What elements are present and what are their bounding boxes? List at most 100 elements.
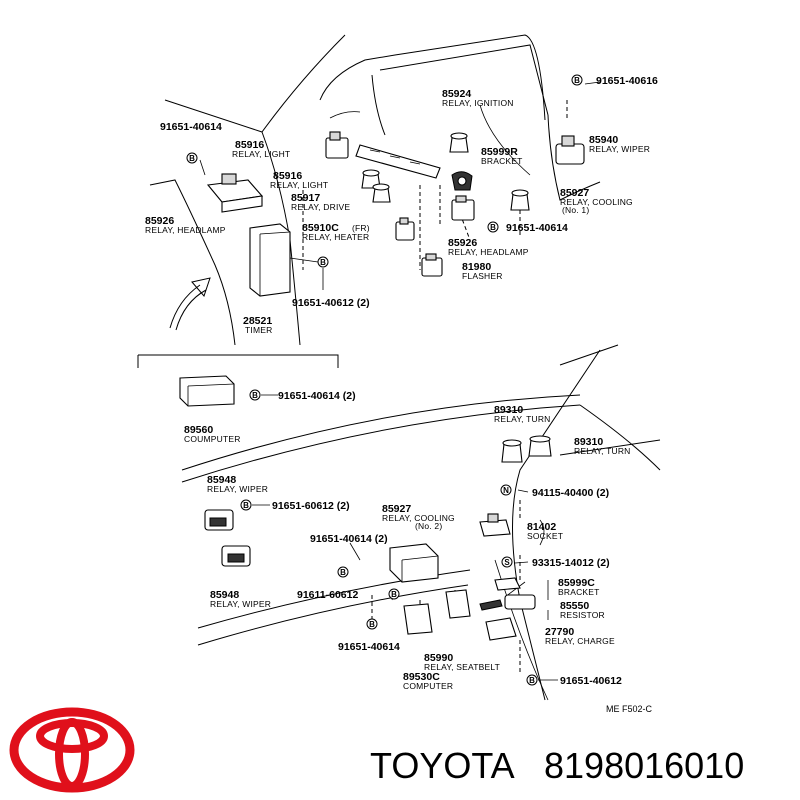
svg-text:B: B xyxy=(243,501,249,510)
bolt-symbol: B xyxy=(366,618,378,630)
part-number: 85917 xyxy=(291,192,320,204)
part-number: 85940 xyxy=(589,134,618,146)
relay-85948-lower xyxy=(221,545,251,567)
part-description: RELAY, HEATER xyxy=(302,232,369,242)
part-description-2: (No. 1) xyxy=(562,205,589,215)
part-description: RESISTOR xyxy=(560,610,605,620)
part-description: RELAY, WIPER xyxy=(207,484,268,494)
part-description: RELAY, COOLING xyxy=(382,513,455,523)
part-description: BRACKET xyxy=(481,156,523,166)
body-outline-lower xyxy=(181,344,661,701)
part-number: 85916 xyxy=(273,170,302,182)
bolt-symbol: B xyxy=(571,74,583,86)
part-number: 85916 xyxy=(235,139,264,151)
computer-89560 xyxy=(179,375,235,407)
part-description: FLASHER xyxy=(462,271,503,281)
bolt-symbol: B xyxy=(240,499,252,511)
svg-text:B: B xyxy=(252,391,258,400)
part-description: RELAY, LIGHT xyxy=(270,180,328,190)
relay-89310-right xyxy=(528,435,552,457)
part-description: RELAY, IGNITION xyxy=(442,98,514,108)
part-description: BRACKET xyxy=(558,587,600,597)
part-number: 85948 xyxy=(210,589,239,601)
relay-85927-no2 xyxy=(389,543,439,583)
relay-85940 xyxy=(555,135,585,165)
part-number: 81402 xyxy=(527,521,556,533)
toyota-logo xyxy=(9,707,135,793)
relay-85948-upper xyxy=(204,509,234,531)
relay-89310-left xyxy=(501,439,523,463)
part-number: 91651-40614 xyxy=(160,121,222,133)
svg-text:B: B xyxy=(490,223,496,232)
part-description: RELAY, LIGHT xyxy=(232,149,290,159)
relay-27790 xyxy=(485,617,517,641)
computer-89530c xyxy=(403,603,433,635)
part-description: RELAY, TURN xyxy=(494,414,551,424)
part-number: 85999R xyxy=(481,146,518,158)
bracket-85999c xyxy=(494,577,521,591)
resistor-85550 xyxy=(479,594,536,611)
part-description: COUMPUTER xyxy=(184,434,241,444)
socket-81402 xyxy=(479,513,511,537)
part-number: 91651-40614 xyxy=(338,641,400,653)
part-description: RELAY, SEATBELT xyxy=(424,662,500,672)
part-number: 89560 xyxy=(184,424,213,436)
svg-text:S: S xyxy=(504,558,510,567)
bolt-symbol: B xyxy=(186,152,198,164)
part-description: RELAY, WIPER xyxy=(210,599,271,609)
part-description: RELAY, TURN xyxy=(574,446,631,456)
part-description: COMPUTER xyxy=(403,681,453,691)
bolt-symbol: B xyxy=(526,674,538,686)
part-number: 85990 xyxy=(424,652,453,664)
relay-85924 xyxy=(449,132,469,153)
part-number: 91651-40616 xyxy=(596,75,658,87)
bracket-85999r xyxy=(451,171,473,191)
part-number: 85550 xyxy=(560,600,589,612)
bolt-symbol: B xyxy=(388,588,400,600)
svg-text:N: N xyxy=(503,486,509,495)
timer-28521 xyxy=(249,223,291,297)
part-description: RELAY, HEADLAMP xyxy=(145,225,226,235)
callout-labels: B 91651-40616 85924 RELAY, IGNITION 9165… xyxy=(145,74,658,714)
direction-arrow xyxy=(169,277,211,331)
part-number: 85999C xyxy=(558,577,595,589)
relay-85916-upper xyxy=(325,131,349,159)
part-note: (FR) xyxy=(352,223,370,233)
part-number: 85926 xyxy=(448,237,477,249)
relay-85927-no1 xyxy=(510,189,530,211)
part-number: 91651-40612 xyxy=(560,675,622,687)
part-number-main: 8198016010 xyxy=(544,745,744,786)
part-description: RELAY, HEADLAMP xyxy=(448,247,529,257)
relay-85910c xyxy=(395,217,415,241)
part-number: 85927 xyxy=(382,503,411,515)
part-description-2: (No. 2) xyxy=(415,521,442,531)
part-number: 85910C xyxy=(302,222,339,234)
diagram-reference: ME F502-C xyxy=(606,704,653,714)
brand-name: TOYOTA xyxy=(370,745,515,786)
relay-85926-center xyxy=(451,195,475,221)
svg-text:B: B xyxy=(391,590,397,599)
bolt-symbol: B xyxy=(317,256,329,268)
part-description: RELAY, DRIVE xyxy=(291,202,350,212)
leader-lines xyxy=(199,81,601,681)
part-number: 89310 xyxy=(494,404,523,416)
part-number: 94115-40400 (2) xyxy=(532,487,609,499)
nut-symbol: N xyxy=(500,484,512,496)
screw-symbol: S xyxy=(501,556,513,568)
relay-85926-left xyxy=(206,173,264,213)
part-number: 89530C xyxy=(403,671,440,683)
relay-85990 xyxy=(445,589,471,619)
part-description: RELAY, WIPER xyxy=(589,144,650,154)
svg-text:B: B xyxy=(340,568,346,577)
relay-85917 xyxy=(372,183,391,203)
part-number: 91651-40614 (2) xyxy=(278,390,356,402)
part-number: 27790 xyxy=(545,626,574,638)
relay-bracket-panel xyxy=(355,144,441,179)
svg-text:B: B xyxy=(320,258,326,267)
part-number: 85948 xyxy=(207,474,236,486)
part-number: 81980 xyxy=(462,261,491,273)
svg-text:B: B xyxy=(574,76,580,85)
part-number: 85926 xyxy=(145,215,174,227)
part-number: 28521 xyxy=(243,315,272,327)
bolt-symbol: B xyxy=(337,566,349,578)
